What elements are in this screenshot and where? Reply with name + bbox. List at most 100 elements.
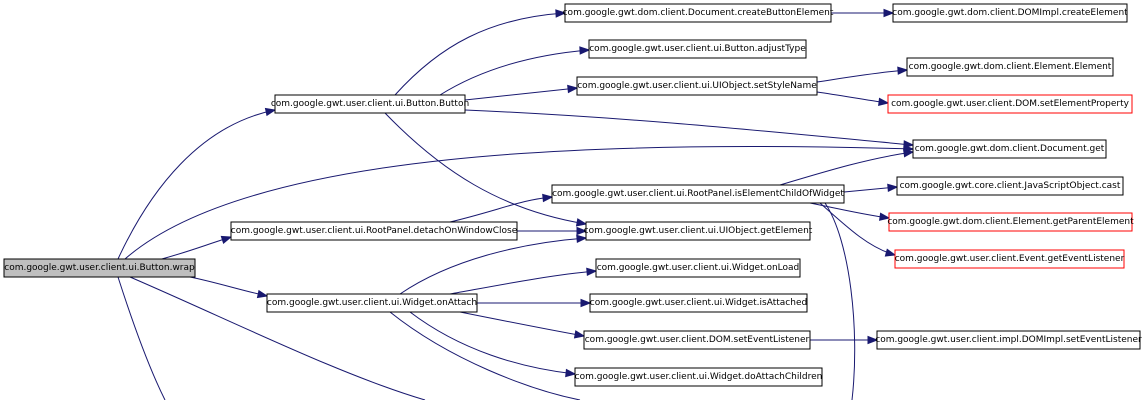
node-set-style-name[interactable]: com.google.gwt.user.client.ui.UIObject.s… <box>576 76 818 96</box>
edge-onattach-to-get-element <box>399 234 588 295</box>
edge-onattach-down <box>389 311 581 400</box>
edge-button-to-adjust-line <box>439 49 590 96</box>
edge-iselchild-to-getlistener-arrowhead <box>884 248 897 257</box>
node-jso-cast[interactable]: com.google.gwt.core.client.JavaScriptObj… <box>896 176 1124 196</box>
edge-button-to-create-line <box>394 12 566 96</box>
edge-iselchild-to-docget <box>779 149 915 186</box>
node-widget-doattachchildren[interactable]: com.google.gwt.user.client.ui.Widget.doA… <box>574 367 823 387</box>
edge-detach-to-iselchild-arrowhead <box>542 193 554 203</box>
edge-button-to-stylename-line <box>464 87 578 101</box>
edge-button-to-stylename <box>464 84 579 101</box>
edge-button-to-get-element-arrowhead <box>575 218 588 227</box>
node-document-get[interactable]: com.google.gwt.dom.client.Document.get <box>912 139 1107 159</box>
edge-button-to-document-get-arrowhead <box>903 140 915 149</box>
edge-onattach-to-doattach-arrowhead <box>565 368 577 378</box>
edge-wrap-to-onattach-line <box>189 276 268 297</box>
edge-iselchild-to-cast <box>843 183 899 193</box>
node-widget-doattachchildren-label: com.google.gwt.user.client.ui.Widget.doA… <box>575 372 823 382</box>
edge-iselchild-to-getlistener <box>819 202 897 257</box>
edge-iselchild-to-parent-arrowhead <box>879 212 891 221</box>
node-get-element-label: com.google.gwt.user.client.ui.UIObject.g… <box>584 226 813 236</box>
node-widget-isattached-label: com.google.gwt.user.client.ui.Widget.isA… <box>590 298 807 308</box>
edge-onattach-to-onload-arrowhead <box>586 267 598 277</box>
node-dom-set-element-property[interactable]: com.google.gwt.user.client.DOM.setElemen… <box>887 94 1133 114</box>
node-detach-on-window-close[interactable]: com.google.gwt.user.client.ui.RootPanel.… <box>230 221 518 241</box>
edge-iselchild-down-line <box>824 202 856 400</box>
edge-create-to-domimpl-arrowhead <box>883 8 895 18</box>
edge-onattach-to-setlistener <box>459 311 586 339</box>
edge-create-to-domimpl <box>831 8 895 18</box>
edge-style-to-setprop-arrowhead <box>878 97 890 107</box>
edge-wrap-to-button-ctor <box>117 107 277 260</box>
edge-wrap-to-button-ctor-line <box>117 109 276 260</box>
node-get-element[interactable]: com.google.gwt.user.client.ui.UIObject.g… <box>584 221 813 241</box>
edge-wrap-to-detach <box>149 235 233 263</box>
edge-onattach-to-onload-line <box>449 270 597 295</box>
node-create-button-element[interactable]: com.google.gwt.dom.client.Document.creat… <box>563 3 834 23</box>
edge-wrap-to-detach-line <box>149 236 232 263</box>
node-button-wrap-label: com.google.gwt.user.client.ui.Button.wra… <box>4 263 195 273</box>
edge-button-to-adjust-arrowhead <box>579 46 591 55</box>
edge-iselchild-to-parent <box>809 202 891 221</box>
node-button-adjust-type-label: com.google.gwt.user.client.ui.Button.adj… <box>589 44 806 54</box>
node-widget-onattach[interactable]: com.google.gwt.user.client.ui.Widget.onA… <box>266 293 478 313</box>
edge-style-to-element <box>816 66 909 83</box>
node-detach-on-window-close-label: com.google.gwt.user.client.ui.RootPanel.… <box>231 226 518 236</box>
edge-onattach-to-get-element-arrowhead <box>576 234 588 244</box>
node-element-element-label: com.google.gwt.dom.client.Element.Elemen… <box>909 62 1112 72</box>
edge-style-to-element-arrowhead <box>897 66 909 75</box>
node-jso-cast-label: com.google.gwt.core.client.JavaScriptObj… <box>900 181 1121 191</box>
node-create-button-element-label: com.google.gwt.dom.client.Document.creat… <box>563 8 834 18</box>
edge-button-to-get-element-line <box>384 112 587 225</box>
edge-button-to-create-arrowhead <box>555 9 567 18</box>
call-nodes: com.google.gwt.user.client.ui.Button.wra… <box>3 3 1142 387</box>
node-button-constructor[interactable]: com.google.gwt.user.client.ui.Button.But… <box>271 94 469 114</box>
edge-iselchild-to-cast-arrowhead <box>887 183 899 193</box>
edge-onattach-to-isattached-arrowhead <box>580 298 592 308</box>
edge-button-to-document-get <box>464 109 915 149</box>
edge-button-to-adjust <box>439 46 591 96</box>
edge-button-to-create <box>394 9 567 96</box>
node-widget-onload[interactable]: com.google.gwt.user.client.ui.Widget.onL… <box>595 258 801 278</box>
node-get-parent-element[interactable]: com.google.gwt.dom.client.Element.getPar… <box>887 212 1134 232</box>
edge-style-to-setprop <box>816 91 890 107</box>
edge-onattach-to-setlistener-line <box>459 311 585 337</box>
node-document-get-label: com.google.gwt.dom.client.Document.get <box>915 144 1105 154</box>
node-button-adjust-type[interactable]: com.google.gwt.user.client.ui.Button.adj… <box>588 39 807 59</box>
edge-onattach-to-isattached <box>477 298 592 308</box>
edge-setlistener-to-impl-arrowhead <box>867 335 879 345</box>
node-is-element-child-of-widget[interactable]: com.google.gwt.user.client.ui.RootPanel.… <box>551 184 845 204</box>
node-domimpl-create-element-label: com.google.gwt.dom.client.DOMImpl.create… <box>892 8 1128 18</box>
node-button-wrap[interactable]: com.google.gwt.user.client.ui.Button.wra… <box>3 258 196 278</box>
call-edges <box>117 8 915 400</box>
node-set-style-name-label: com.google.gwt.user.client.ui.UIObject.s… <box>577 81 817 91</box>
edge-button-to-get-element <box>384 112 588 227</box>
edge-onattach-to-get-element-line <box>399 237 587 295</box>
edge-wrap-to-document-get-line <box>124 145 914 260</box>
edge-button-to-stylename-arrowhead <box>567 84 579 94</box>
edge-iselchild-down <box>824 202 856 400</box>
edge-iselchild-to-docget-arrowhead <box>903 149 915 158</box>
edge-detach-to-iselchild-line <box>449 196 553 223</box>
node-is-element-child-of-widget-label: com.google.gwt.user.client.ui.RootPanel.… <box>552 189 844 199</box>
node-dom-set-event-listener[interactable]: com.google.gwt.user.client.DOM.setEventL… <box>583 330 811 350</box>
edge-wrap-to-onattach-arrowhead <box>256 289 269 299</box>
edge-wrap-to-onattach <box>189 276 269 299</box>
node-dom-set-event-listener-label: com.google.gwt.user.client.DOM.setEventL… <box>585 335 810 345</box>
edge-button-to-document-get-line <box>464 109 914 146</box>
node-widget-isattached[interactable]: com.google.gwt.user.client.ui.Widget.isA… <box>589 293 808 313</box>
edge-wrap-down-2-line <box>129 276 426 400</box>
node-impl-set-event-listener-label: com.google.gwt.user.client.impl.DOMImpl.… <box>875 335 1142 345</box>
node-domimpl-create-element[interactable]: com.google.gwt.dom.client.DOMImpl.create… <box>892 3 1128 23</box>
node-dom-set-element-property-label: com.google.gwt.user.client.DOM.setElemen… <box>891 99 1130 109</box>
edge-style-to-setprop-line <box>816 91 889 104</box>
node-element-element[interactable]: com.google.gwt.dom.client.Element.Elemen… <box>906 57 1114 77</box>
node-get-event-listener[interactable]: com.google.gwt.user.client.Event.getEven… <box>894 249 1125 269</box>
node-widget-onload-label: com.google.gwt.user.client.ui.Widget.onL… <box>597 263 800 273</box>
edge-iselchild-to-docget-line <box>779 151 914 186</box>
edge-wrap-to-button-ctor-arrowhead <box>264 107 277 117</box>
node-get-parent-element-label: com.google.gwt.dom.client.Element.getPar… <box>887 217 1134 227</box>
node-impl-set-event-listener[interactable]: com.google.gwt.user.client.impl.DOMImpl.… <box>875 330 1142 350</box>
edge-iselchild-to-getlistener-line <box>819 202 896 256</box>
